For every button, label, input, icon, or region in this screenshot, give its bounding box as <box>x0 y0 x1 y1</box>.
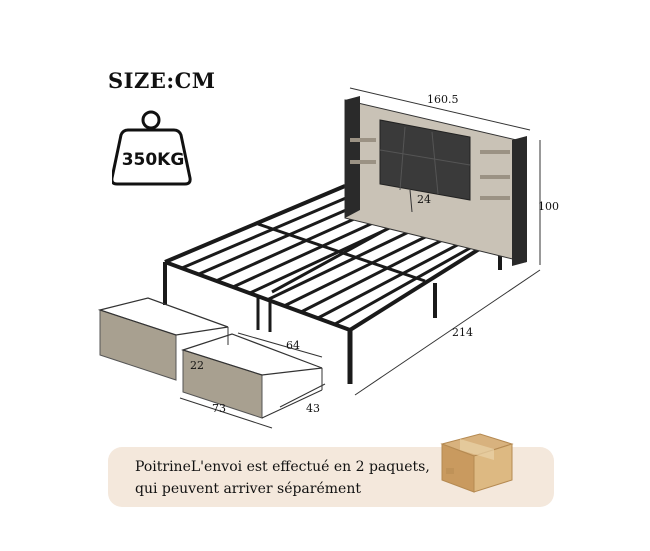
dim-drawer-depth: 64 <box>286 339 300 352</box>
dim-drawer-length: 73 <box>212 402 226 415</box>
notice-line-2: qui peuvent arriver séparément <box>135 481 361 497</box>
weight-badge: 350KG <box>110 108 194 188</box>
size-label: SIZE:CM <box>108 68 216 93</box>
dim-drawer-height: 22 <box>190 359 204 372</box>
dim-headboard-panel: 24 <box>417 193 431 206</box>
weight-capacity-text: 350KG <box>121 150 185 170</box>
notice-line-1: PoitrineL'envoi est effectué en 2 paquet… <box>135 459 430 475</box>
headboard <box>344 96 527 266</box>
shipping-notice-text: PoitrineL'envoi est effectué en 2 paquet… <box>135 456 435 500</box>
cardboard-box-icon <box>440 433 514 493</box>
weight-icon <box>110 110 192 186</box>
dim-drawer-width: 43 <box>306 402 320 415</box>
drawers <box>97 297 323 419</box>
dim-bed-length: 214 <box>452 326 473 339</box>
dim-headboard-width: 160.5 <box>427 93 459 106</box>
dim-headboard-height: 100 <box>538 200 559 213</box>
